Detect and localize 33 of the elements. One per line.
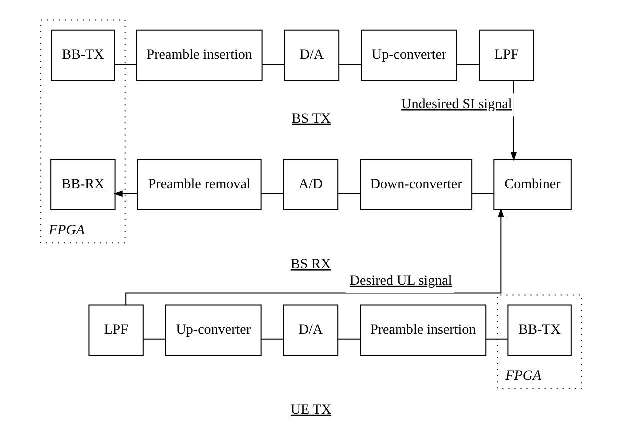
connector (262, 64, 284, 65)
connector (456, 64, 480, 65)
node-box: Up-converter (360, 30, 458, 82)
connector (486, 338, 508, 340)
node-box: BB-TX (507, 304, 572, 356)
node-box: Preamble removal (136, 159, 262, 210)
arrow (510, 80, 517, 162)
node-box: D/A (282, 304, 338, 356)
connector (114, 64, 136, 65)
connector (142, 338, 166, 340)
node-box: Combiner (493, 159, 572, 210)
label: BS RX (290, 256, 331, 272)
node-box: LPF (478, 30, 534, 82)
connector (472, 193, 494, 194)
edge-label: Desired UL signal (349, 272, 452, 289)
node-box: BB-RX (50, 159, 116, 210)
node-box: Preamble insertion (136, 30, 262, 82)
arrow (113, 190, 138, 198)
node-box: BB-TX (50, 30, 115, 82)
connector (338, 193, 360, 194)
node-box: LPF (88, 304, 144, 356)
node-box: A/D (282, 159, 338, 210)
edge-label: Undesired SI signal (401, 96, 512, 112)
label: UE TX (290, 402, 332, 418)
node-box: Down-converter (360, 159, 472, 210)
connector (338, 64, 361, 65)
connector (261, 193, 284, 194)
connector (338, 338, 360, 340)
node-box: D/A (284, 30, 340, 82)
node-box: Preamble insertion (360, 304, 486, 356)
connector (261, 338, 284, 340)
node-box: Up-converter (164, 304, 262, 356)
label: BS TX (291, 110, 331, 127)
